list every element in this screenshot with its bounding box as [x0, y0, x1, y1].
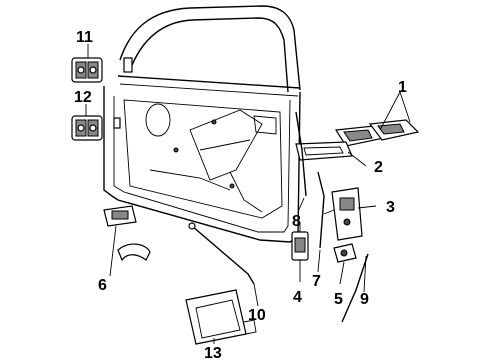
part-6-inside-release [103, 205, 151, 262]
leader-lines [85, 44, 411, 344]
part-7-rod [317, 171, 325, 249]
callout-labels: 1 2 3 4 5 6 7 8 9 10 11 12 13 [74, 29, 407, 360]
part-9-rod [341, 253, 369, 323]
callout-10: 10 [248, 307, 266, 324]
callout-12: 12 [74, 89, 92, 106]
callout-5: 5 [334, 291, 343, 308]
callout-1: 1 [398, 79, 407, 96]
callout-9: 9 [360, 291, 369, 308]
part-2-exterior-handle [295, 141, 353, 161]
callout-13: 13 [204, 345, 222, 360]
part-10-check-arm [188, 222, 255, 285]
part-4-actuator [291, 222, 309, 261]
part-1-interior-handles [334, 119, 420, 147]
part-8-rod [295, 111, 307, 197]
callout-3: 3 [386, 199, 395, 216]
callout-4: 4 [293, 289, 302, 306]
part-5-lock-cylinder [333, 243, 357, 263]
door-shell [103, 5, 301, 243]
callout-6: 6 [98, 277, 107, 294]
callout-2: 2 [374, 159, 383, 176]
part-3-latch [323, 187, 363, 241]
part-12-lower-hinge [71, 115, 103, 141]
callout-7: 7 [312, 273, 321, 290]
part-13-cover [185, 289, 257, 345]
part-11-upper-hinge [71, 57, 103, 83]
callout-8: 8 [292, 213, 301, 230]
callout-11: 11 [76, 29, 93, 46]
